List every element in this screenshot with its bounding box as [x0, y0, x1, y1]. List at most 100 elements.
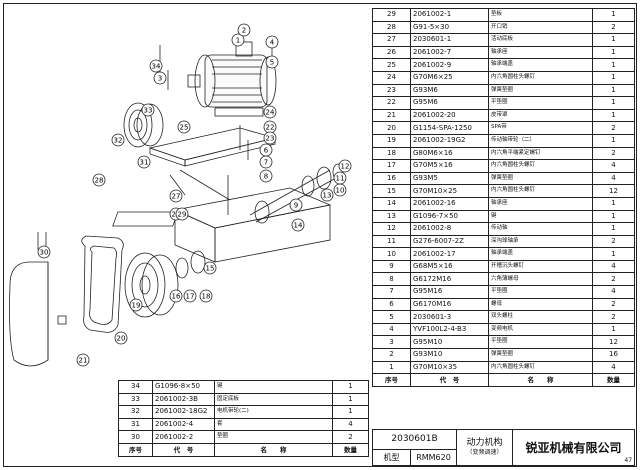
balloon-4: 4: [265, 35, 279, 49]
part-quantity: 2: [592, 146, 635, 161]
part-number: 22: [372, 96, 411, 110]
balloon-number: 25: [180, 124, 189, 132]
part-number: 26: [372, 45, 411, 60]
part-quantity: 1: [592, 33, 635, 47]
part-name: 平垫圈: [488, 285, 593, 299]
part-name: 开槽沉头螺钉: [488, 259, 593, 274]
balloon-number: 7: [264, 159, 268, 167]
part-code: 2061002-7: [410, 45, 489, 60]
part-name: 垫圈: [214, 430, 333, 444]
balloon-14: 14: [291, 218, 305, 232]
part-name: 套: [214, 417, 333, 432]
assembly-subtitle: （变频调速）: [466, 449, 503, 457]
parts-list-left-header: 序号 代 号 名 称 数量: [118, 442, 369, 457]
part-code: G6170M16: [410, 297, 489, 312]
part-number: 24: [372, 70, 411, 85]
part-name: 六角薄螺母: [488, 272, 593, 287]
part-name: 螺母: [488, 297, 593, 312]
belt-guard: [9, 261, 67, 367]
assembly-name: 动力机构: [466, 437, 503, 448]
part-name: 平垫圈: [488, 96, 593, 110]
balloon-13: 13: [320, 188, 334, 202]
movable-base-plate: [148, 127, 277, 201]
part-code: G70M10×25: [410, 184, 489, 198]
part-name: 键: [488, 209, 593, 224]
bearing-parts: [175, 250, 206, 279]
balloon-number: 33: [144, 107, 153, 115]
part-name: 皮带罩: [488, 108, 593, 123]
header-qty: 数量: [592, 373, 635, 387]
part-code: G1096-8×50: [152, 380, 215, 394]
balloon-8: 8: [259, 169, 273, 183]
balloon-number: 30: [40, 249, 49, 257]
part-name: 弹簧垫圈: [488, 171, 593, 186]
part-code: 2061002-9: [410, 58, 489, 72]
part-name: 深沟球轴承: [488, 234, 593, 249]
balloon-27: 27: [169, 189, 183, 203]
balloon-number: 17: [186, 293, 195, 301]
part-quantity: 1: [592, 209, 635, 224]
part-name: 活动底板: [488, 33, 593, 47]
balloon-number: 21: [79, 357, 88, 365]
part-number: 3: [372, 335, 411, 350]
balloon-number: 13: [323, 192, 332, 200]
balloon-33: 33: [141, 103, 155, 117]
part-code: 2061002-3B: [152, 392, 215, 407]
balloon-15: 15: [203, 261, 217, 275]
part-number: 9: [372, 259, 411, 274]
part-quantity: 16: [592, 348, 635, 362]
balloon-number: 4: [270, 39, 275, 47]
part-code: G95M6: [410, 96, 489, 110]
part-number: 4: [372, 322, 411, 337]
header-no: 序号: [118, 442, 153, 457]
part-name: 轴承座: [488, 196, 593, 211]
part-code: G93M5: [410, 171, 489, 186]
balloon-number: 3: [158, 75, 162, 83]
page-number: 47: [624, 457, 633, 464]
header-no: 序号: [372, 373, 411, 387]
balloon-3: 3: [153, 71, 167, 85]
part-number: 33: [118, 392, 153, 407]
part-code: 2030601-1: [410, 33, 489, 47]
part-name: 键: [214, 380, 333, 394]
part-number: 18: [372, 146, 411, 161]
part-code: G70M6×25: [410, 70, 489, 85]
company-cell: 锐亚机械有限公司 47: [512, 429, 636, 466]
balloon-12: 12: [338, 159, 352, 173]
balloon-9: 9: [289, 198, 303, 212]
part-quantity: 1: [332, 392, 369, 407]
balloon-7: 7: [259, 155, 273, 169]
balloon-number: 12: [341, 163, 350, 171]
part-number: 15: [372, 184, 411, 198]
part-number: 8: [372, 272, 411, 287]
balloon-30: 30: [37, 245, 51, 259]
balloon-number: 5: [270, 59, 274, 67]
balloon-number: 20: [117, 335, 126, 343]
part-quantity: 4: [592, 171, 635, 186]
balloon-number: 28: [95, 177, 104, 185]
part-name: 轴承座: [488, 45, 593, 60]
model-label: 机型: [372, 449, 411, 466]
part-name: 轴承端盖: [488, 247, 593, 261]
part-quantity: 2: [332, 430, 369, 444]
title-block: 2030601B 动力机构 （变频调速） 锐亚机械有限公司 47 机型 RMM6…: [371, 429, 636, 466]
balloon-number: 6: [264, 147, 269, 155]
part-quantity: 1: [592, 8, 635, 22]
balloon-number: 8: [264, 173, 268, 181]
part-quantity: 1: [592, 45, 635, 60]
balloon-number: 27: [172, 193, 181, 201]
balloon-number: 16: [172, 293, 181, 301]
part-number: 17: [372, 159, 411, 173]
part-quantity: 1: [592, 70, 635, 85]
